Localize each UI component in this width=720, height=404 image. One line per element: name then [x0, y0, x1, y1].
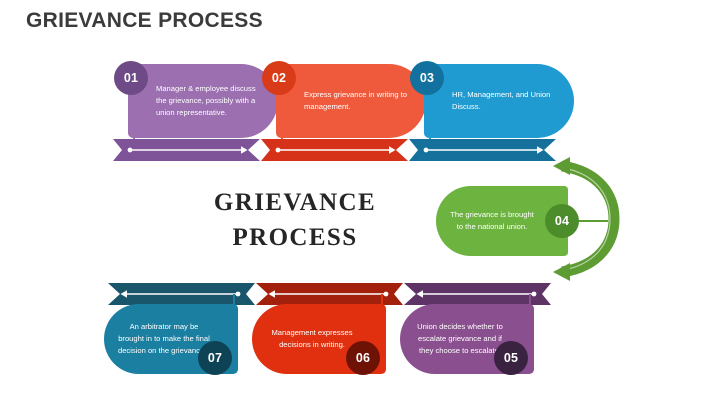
step-01-card[interactable]: Manager & employee discuss the grievance… [128, 64, 278, 138]
step-04-connector-line [578, 220, 608, 222]
ribbon-arrow-right-icon [409, 139, 556, 161]
step-03-ribbon-arrow [409, 139, 556, 161]
step-05-badge: 05 [494, 341, 528, 375]
step-07-badge: 07 [198, 341, 232, 375]
center-title: GRIEVANCE PROCESS [175, 186, 415, 255]
step-03-stem [429, 88, 431, 150]
step-01-ribbon-arrow [113, 139, 260, 161]
step-04-text: The grievance is brought to the national… [450, 209, 534, 231]
step-03-badge: 03 [410, 61, 444, 95]
step-06-badge: 06 [346, 341, 380, 375]
step-05-ribbon-arrow [404, 283, 551, 305]
page-title: GRIEVANCE PROCESS [26, 9, 263, 32]
step-01-text: Manager & employee discuss the grievance… [156, 83, 256, 118]
step-02-card[interactable]: Express grievance in writing to manageme… [276, 64, 426, 138]
ribbon-arrow-right-icon [261, 139, 408, 161]
ribbon-arrow-left-icon [256, 283, 403, 305]
step-02-stem [281, 88, 283, 150]
ribbon-arrow-right-icon [113, 139, 260, 161]
step-06-ribbon-arrow [256, 283, 403, 305]
step-04-curved-arrow [540, 152, 624, 286]
step-02-text: Express grievance in writing to manageme… [304, 89, 407, 111]
curved-double-arrow-icon [553, 157, 620, 281]
ribbon-arrow-left-icon [404, 283, 551, 305]
step-04-badge: 04 [545, 204, 579, 238]
center-title-line-1: GRIEVANCE [213, 189, 377, 216]
step-05-text: Union decides whether to escalate grieva… [417, 321, 503, 356]
step-02-ribbon-arrow [261, 139, 408, 161]
step-01-badge: 01 [114, 61, 148, 95]
step-01-stem [133, 88, 135, 150]
step-06-text: Management expresses decisions in writin… [271, 327, 353, 349]
step-07-ribbon-arrow [108, 283, 255, 305]
step-03-card[interactable]: HR, Management, and Union Discuss. [424, 64, 574, 138]
step-03-text: HR, Management, and Union Discuss. [452, 89, 551, 111]
ribbon-arrow-left-icon [108, 283, 255, 305]
center-title-line-2: PROCESS [232, 223, 358, 251]
step-02-badge: 02 [262, 61, 296, 95]
step-07-text: An arbitrator may be brought in to make … [117, 321, 211, 356]
